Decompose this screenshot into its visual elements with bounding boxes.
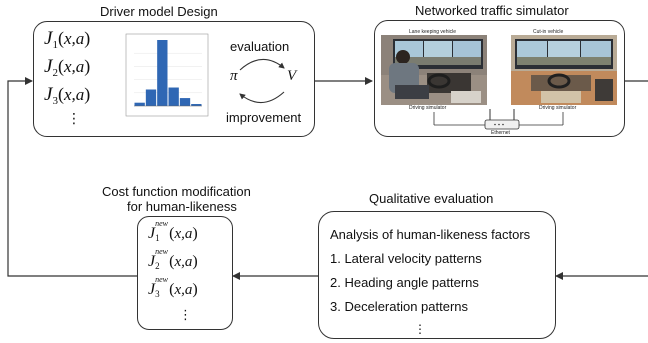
cost-function-3: J3(x,a) [44, 84, 91, 108]
policy-symbol: π [230, 68, 238, 84]
router-icon [484, 119, 520, 130]
arrow-modification-to-design [7, 77, 137, 277]
simulator-box: Lane keeping vehicle Cut-in vehicle [374, 20, 625, 137]
factors-ellipsis: ⋮ [414, 322, 426, 336]
improvement-arc [239, 91, 285, 104]
left-sim-label: Driving simulator [409, 105, 447, 111]
network-diagram [433, 109, 564, 130]
improvement-label: improvement [226, 110, 302, 125]
histogram-bar [191, 104, 202, 106]
histogram-bar [168, 87, 179, 106]
right-sim-label: Driving simulator [539, 105, 577, 111]
value-symbol: V [287, 68, 297, 84]
histogram-bar [134, 102, 145, 106]
driver-model-box: J1(x,a) J2(x,a) J3(x,a) ⋮ ​ evaluation π… [33, 21, 315, 137]
histogram-plot: ​ [125, 33, 209, 117]
histogram-bar [179, 98, 191, 106]
left-vehicle-label: Lane keeping vehicle [409, 29, 456, 35]
cost-function-2: J2(x,a) [44, 56, 91, 80]
factor-heading-angle: 2. Heading angle patterns [330, 275, 479, 290]
qualitative-title: Qualitative evaluation [369, 191, 494, 206]
left-simulator-photo [381, 35, 487, 105]
evaluation-cycle-arrows [239, 58, 285, 104]
histogram-bar [157, 40, 168, 106]
cost-function-1: J1(x,a) [44, 28, 91, 52]
modification-title-line1: Cost function modification [102, 184, 251, 199]
evaluation-arc [239, 58, 285, 71]
right-simulator-photo [511, 35, 617, 105]
evaluation-label: evaluation [230, 39, 290, 54]
right-vehicle-label: Cut-in vehicle [533, 29, 564, 35]
qualitative-box: Analysis of human-likeness factors 1. La… [318, 211, 556, 339]
ethernet-label: Ethernet [491, 130, 510, 136]
simulator-title: Networked traffic simulator [415, 3, 569, 18]
new-cost-function-ellipsis: ⋮ [179, 307, 192, 322]
analysis-heading: Analysis of human-likeness factors [330, 227, 531, 242]
modification-title-line2: for human-likeness [127, 199, 237, 214]
cost-function-ellipsis: ⋮ [67, 110, 81, 126]
factor-deceleration: 3. Deceleration patterns [330, 299, 469, 314]
driver-model-title: Driver model Design [100, 4, 218, 19]
histogram-bar [145, 89, 157, 106]
factor-lateral-velocity: 1. Lateral velocity patterns [330, 251, 482, 266]
